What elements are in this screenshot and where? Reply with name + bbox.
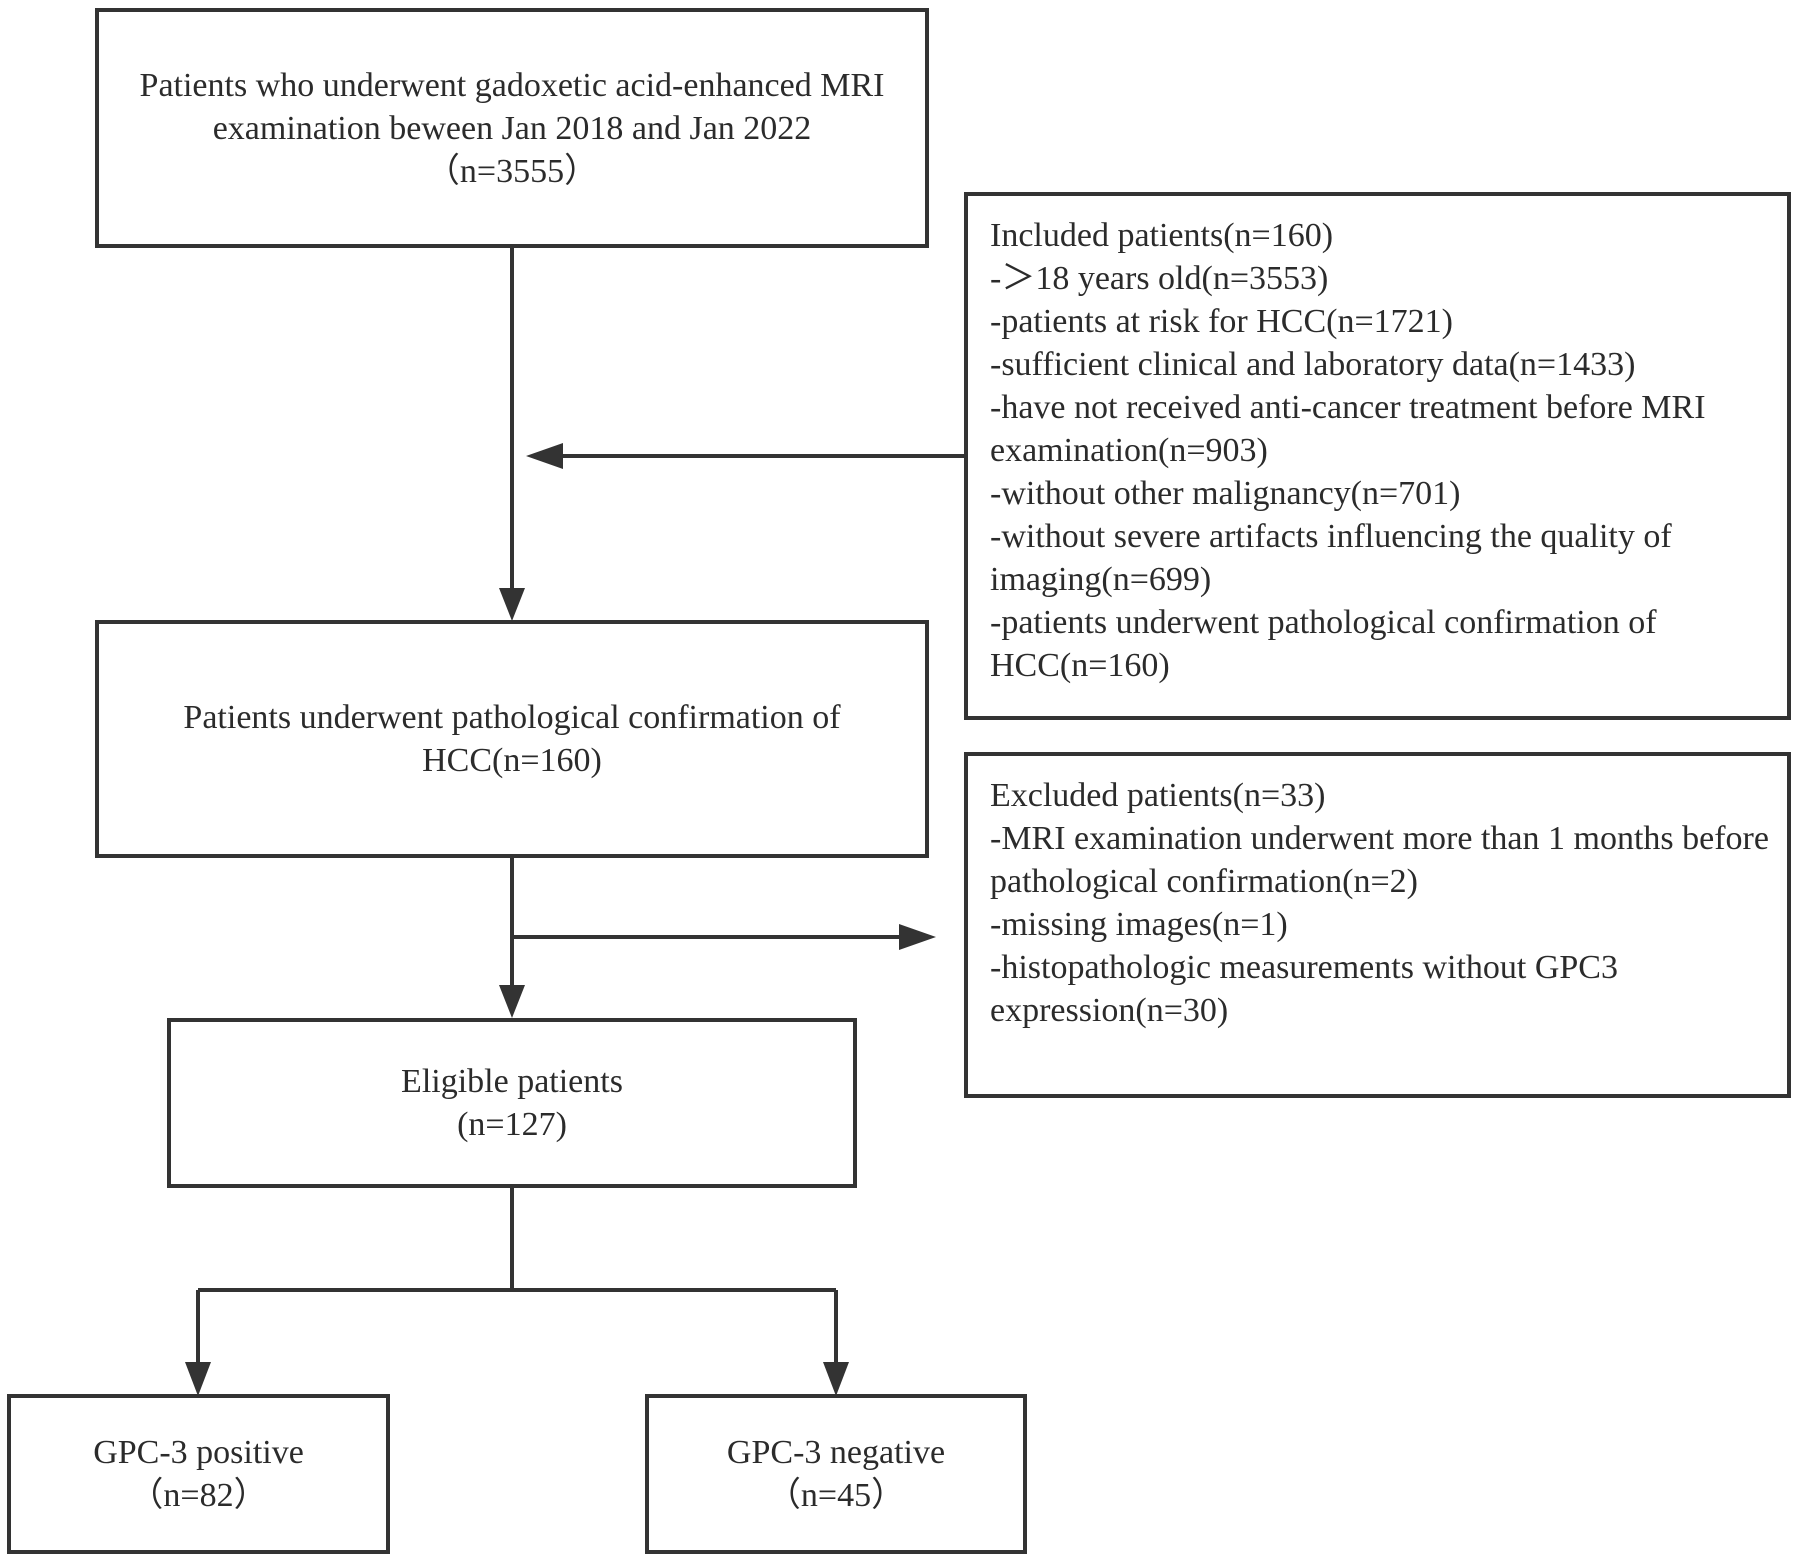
included-title: Included patients(n=160) [990, 217, 1334, 254]
negative-line-2: （n=45） [766, 1477, 906, 1514]
confirmed-hcc-box: Patients underwent pathological confirma… [95, 620, 929, 858]
included-item-7: -patients underwent pathological confirm… [990, 604, 1657, 684]
excluded-title: Excluded patients(n=33) [990, 777, 1326, 814]
included-item-2: -patients at risk for HCC(n=1721) [990, 303, 1453, 340]
arrowhead-excluded [899, 924, 936, 950]
screened-line-2: examination beween Jan 2018 and Jan 2022 [212, 109, 812, 147]
confirmed-line-1: Patients underwent pathological confirma… [183, 699, 841, 736]
eligible-line-2: (n=127) [457, 1106, 567, 1143]
arrowhead-included [526, 443, 563, 469]
excluded-patients-box: Excluded patients(n=33) -MRI examination… [964, 752, 1791, 1098]
arrowhead-negative [823, 1362, 849, 1396]
excluded-item-3: -histopathologic measurements without GP… [990, 949, 1618, 1029]
included-patients-box: Included patients(n=160) -＞18 years old(… [964, 192, 1791, 720]
screened-line-3: （n=3555） [425, 152, 599, 190]
positive-line-2: （n=82） [129, 1477, 268, 1514]
gpc3-negative-box: GPC-3 negative （n=45） [645, 1394, 1027, 1554]
included-item-3: -sufficient clinical and laboratory data… [990, 346, 1636, 383]
positive-line-1: GPC-3 positive [93, 1434, 304, 1471]
arrowhead-positive [185, 1362, 211, 1396]
arrowhead-eligible [499, 985, 525, 1018]
included-item-1: -＞18 years old(n=3553) [990, 260, 1329, 297]
included-item-6: -without severe artifacts influencing th… [990, 518, 1672, 598]
arrowhead-confirmed [499, 588, 525, 621]
included-item-4: -have not received anti-cancer treatment… [990, 389, 1706, 469]
excluded-item-1: -MRI examination underwent more than 1 m… [990, 820, 1769, 900]
eligible-line-1: Eligible patients [401, 1063, 623, 1100]
included-item-5: -without other malignancy(n=701) [990, 475, 1461, 512]
excluded-item-2: -missing images(n=1) [990, 906, 1288, 943]
gpc3-positive-box: GPC-3 positive （n=82） [7, 1394, 390, 1554]
screened-line-1: Patients who underwent gadoxetic acid-en… [139, 66, 885, 104]
screened-patients-box: Patients who underwent gadoxetic acid-en… [95, 8, 929, 248]
eligible-patients-box: Eligible patients (n=127) [167, 1018, 857, 1188]
confirmed-line-2: HCC(n=160) [422, 742, 602, 779]
negative-line-1: GPC-3 negative [726, 1434, 946, 1471]
